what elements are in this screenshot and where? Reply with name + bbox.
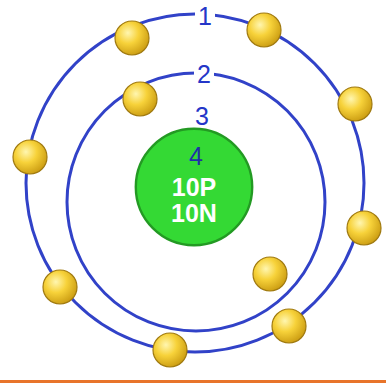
particle-count: 10P xyxy=(172,174,216,200)
electron xyxy=(13,140,47,174)
electron xyxy=(253,257,287,291)
electron xyxy=(338,87,372,121)
particle-count: 10N xyxy=(171,200,217,226)
electron xyxy=(123,82,157,116)
electron xyxy=(247,13,281,47)
callout-number: 1 xyxy=(195,3,215,29)
electron xyxy=(272,309,306,343)
electron xyxy=(153,333,187,367)
outer-shell xyxy=(26,14,364,352)
callout-number: 2 xyxy=(194,61,214,87)
electrons xyxy=(13,13,381,367)
inner-shell xyxy=(67,73,325,331)
footer-bar xyxy=(0,380,386,383)
electron xyxy=(347,211,381,245)
electron xyxy=(115,21,149,55)
callout-number: 3 xyxy=(192,103,212,129)
nucleus-fill xyxy=(136,129,252,245)
electron xyxy=(43,270,77,304)
callout-number: 4 xyxy=(186,143,206,169)
